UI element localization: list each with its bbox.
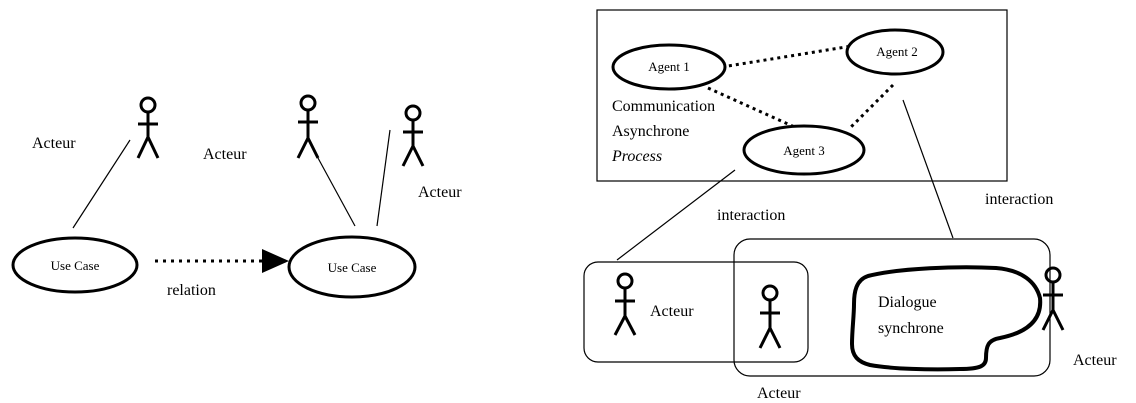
actor-label: Acteur bbox=[203, 146, 247, 163]
interaction-label: interaction bbox=[717, 207, 785, 224]
association-line bbox=[317, 157, 356, 227]
dialogue-text-line: synchrone bbox=[878, 320, 944, 337]
actor-frame-right bbox=[733, 238, 1051, 377]
use-case-ellipse bbox=[287, 235, 417, 299]
association-line bbox=[72, 139, 131, 229]
agent-ellipse bbox=[845, 28, 945, 76]
use-case-ellipse bbox=[11, 236, 139, 294]
dialogue-text-line: Dialogue bbox=[878, 294, 937, 311]
actor-label: Acteur bbox=[418, 184, 462, 201]
relation-label: relation bbox=[167, 282, 216, 299]
actor-figure bbox=[296, 94, 320, 159]
use-case-label: Use Case bbox=[328, 260, 377, 275]
process-text-line: Asynchrone bbox=[612, 123, 689, 140]
interaction-label: interaction bbox=[985, 191, 1053, 208]
actor-figure bbox=[758, 284, 782, 349]
agent-label: Agent 3 bbox=[783, 143, 825, 158]
agent-label: Agent 2 bbox=[876, 44, 918, 59]
actor-label: Acteur bbox=[32, 135, 76, 152]
actor-label: Acteur bbox=[757, 385, 801, 402]
actor-label: Acteur bbox=[1073, 352, 1117, 369]
process-text-line: Process bbox=[611, 148, 662, 165]
actor-figure bbox=[1041, 266, 1065, 331]
agent-label: Agent 1 bbox=[648, 59, 690, 74]
actor-figure bbox=[401, 104, 425, 167]
agent-ellipse bbox=[611, 43, 727, 91]
agent-ellipse bbox=[742, 124, 866, 176]
interaction-line bbox=[616, 169, 736, 261]
actor-frame-left bbox=[583, 261, 809, 363]
actor-figure bbox=[613, 272, 637, 336]
interaction-line bbox=[902, 99, 954, 239]
process-text-line: Communication bbox=[612, 98, 715, 115]
process-box bbox=[596, 9, 1008, 182]
dialogue-blob bbox=[849, 265, 1043, 372]
actor-figure bbox=[136, 96, 160, 159]
association-line bbox=[376, 129, 391, 227]
use-case-label: Use Case bbox=[51, 258, 100, 273]
actor-label: Acteur bbox=[650, 303, 694, 320]
